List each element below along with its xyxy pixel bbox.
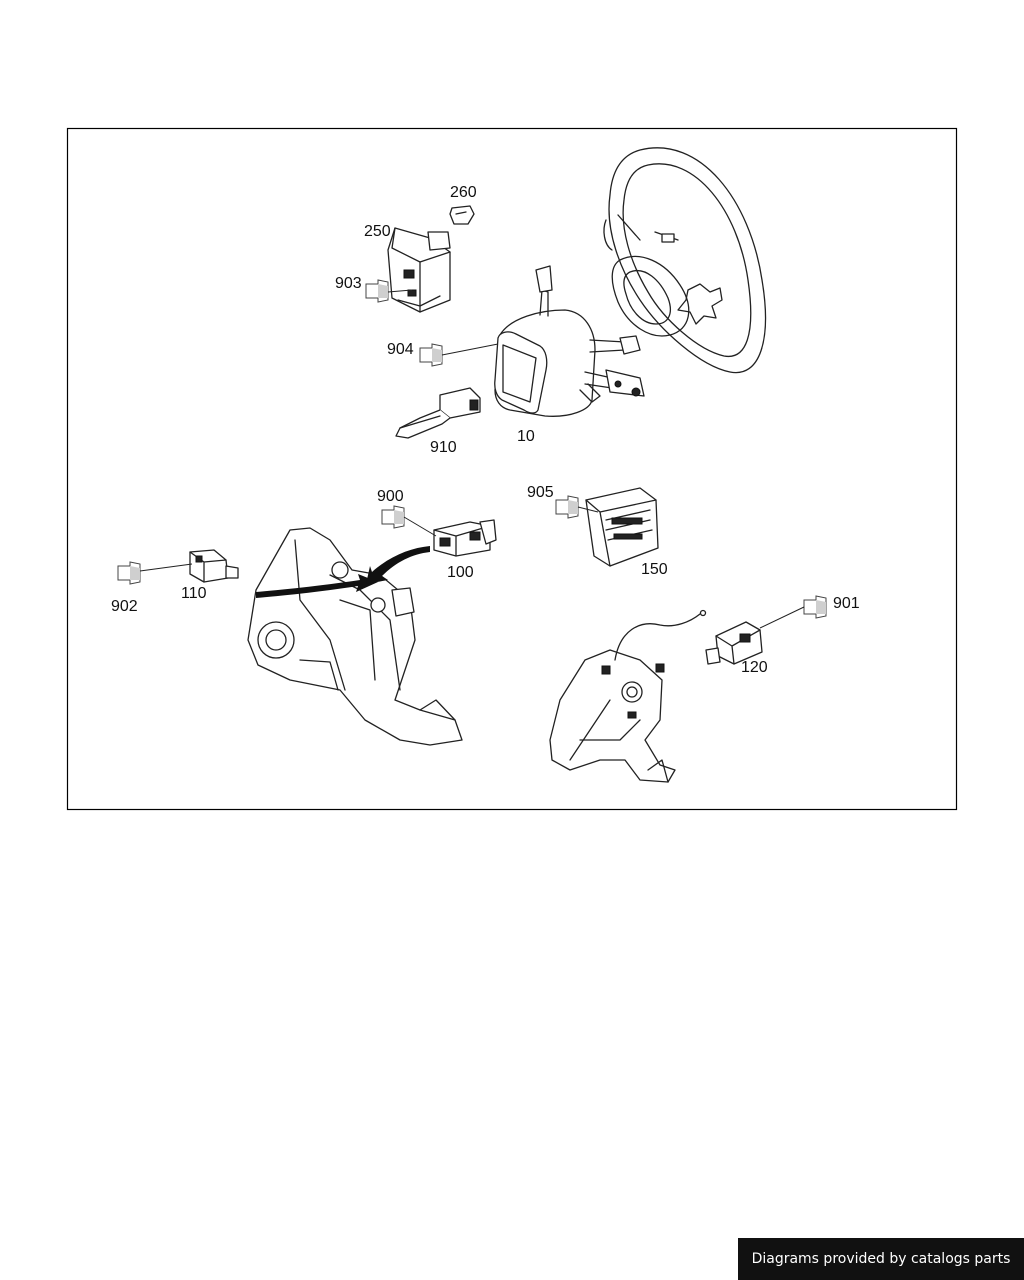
callout-250: 250 (364, 223, 391, 240)
callout-120: 120 (741, 659, 768, 676)
reference-symbol-900 (381, 505, 405, 529)
callout-260: 260 (450, 184, 477, 201)
reference-symbol-904 (419, 343, 443, 367)
column-switch-module (494, 265, 645, 417)
callout-904: 904 (387, 341, 414, 358)
callout-100: 100 (447, 564, 474, 581)
callout-902: 902 (111, 598, 138, 615)
callout-labels: 260 250 903 904 910 10 900 100 905 150 9… (111, 184, 860, 676)
callout-900: 900 (377, 488, 404, 505)
callout-10: 10 (517, 428, 535, 445)
attribution-banner: Diagrams provided by catalogs parts (738, 1238, 1024, 1280)
attribution-text: Diagrams provided by catalogs parts (751, 1251, 1011, 1267)
clip-260 (449, 205, 475, 225)
callout-905: 905 (527, 484, 554, 501)
leader-lines (139, 289, 805, 629)
control-unit-250 (387, 227, 451, 313)
pedal-assembly (247, 527, 463, 746)
reference-symbol-901 (803, 595, 827, 619)
reference-symbol-905 (555, 495, 579, 519)
callout-910: 910 (430, 439, 457, 456)
reference-symbol-903 (365, 279, 389, 303)
diagram-frame (66, 127, 958, 811)
sensor-910 (395, 387, 481, 439)
callout-903: 903 (335, 275, 362, 292)
callout-110: 110 (181, 585, 207, 602)
sensor-110 (189, 549, 239, 583)
sensor-120 (705, 621, 763, 665)
switch-100 (433, 519, 497, 557)
reference-symbol-902 (117, 561, 141, 585)
callout-901: 901 (833, 595, 860, 612)
accelerator-pedal-assembly (549, 609, 707, 783)
steering-wheel (603, 147, 767, 374)
callout-150: 150 (641, 561, 668, 578)
switch-panel-150 (585, 487, 659, 567)
